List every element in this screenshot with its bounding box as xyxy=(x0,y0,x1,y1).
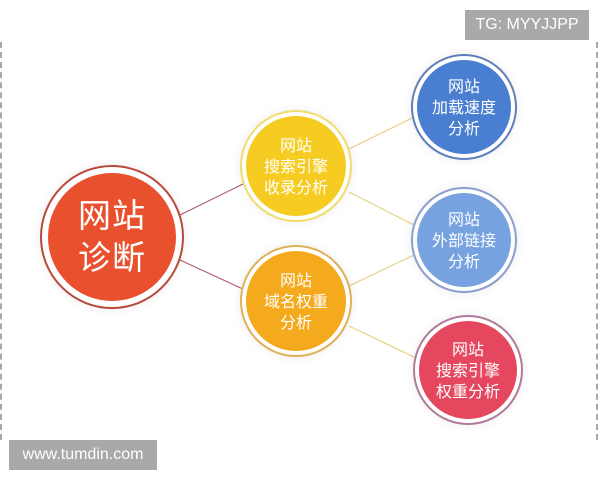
node-search-inclusion-fill: 网站 搜索引擎 收录分析 xyxy=(246,116,346,216)
node-label-line: 分析 xyxy=(447,251,480,271)
node-root-line-1: 网站 xyxy=(78,196,146,235)
node-label-line: 收录分析 xyxy=(263,177,328,197)
node-root-fill: 网站 诊断 xyxy=(48,173,176,301)
link-root-to-domain-weight xyxy=(179,259,246,291)
node-label-line: 加载速度 xyxy=(431,97,496,117)
link-search-inclusion-to-load-speed xyxy=(348,116,415,150)
node-label-line: 权重分析 xyxy=(435,381,500,401)
node-label-line: 分析 xyxy=(447,118,480,138)
node-label-line: 网站 xyxy=(279,270,312,290)
node-search-weight: 网站 搜索引擎 权重分析 xyxy=(413,315,523,425)
watermark-tg: TG: MYYJJPP xyxy=(465,10,589,40)
node-domain-weight: 网站 域名权重 分析 xyxy=(240,245,352,357)
node-label-line: 网站 xyxy=(447,76,480,96)
node-label-line: 网站 xyxy=(447,209,480,229)
link-search-inclusion-to-external-links xyxy=(348,191,415,226)
node-label-line: 域名权重 xyxy=(263,291,328,311)
node-label-line: 网站 xyxy=(451,339,484,359)
node-label-line: 搜索引擎 xyxy=(263,156,328,176)
node-root-website-diagnosis: 网站 诊断 xyxy=(40,165,184,309)
node-external-links: 网站 外部链接 分析 xyxy=(411,187,517,293)
link-domain-weight-to-external-links xyxy=(348,254,415,287)
watermark-website: www.tumdin.com xyxy=(9,440,157,470)
node-search-inclusion: 网站 搜索引擎 收录分析 xyxy=(240,110,352,222)
node-search-weight-fill: 网站 搜索引擎 权重分析 xyxy=(419,321,517,419)
node-domain-weight-fill: 网站 域名权重 分析 xyxy=(246,251,346,351)
node-load-speed: 网站 加载速度 分析 xyxy=(411,54,517,160)
node-label-line: 外部链接 xyxy=(431,230,496,250)
node-label-line: 搜索引擎 xyxy=(435,360,500,380)
dashed-frame-left xyxy=(0,42,2,440)
node-label-line: 分析 xyxy=(279,312,312,332)
node-load-speed-fill: 网站 加载速度 分析 xyxy=(417,60,511,154)
node-root-line-2: 诊断 xyxy=(78,238,146,277)
node-external-links-fill: 网站 外部链接 分析 xyxy=(417,193,511,287)
node-label-line: 网站 xyxy=(279,135,312,155)
dashed-frame-right xyxy=(596,42,598,440)
link-domain-weight-to-search-weight xyxy=(348,325,417,359)
link-root-to-search-inclusion xyxy=(179,182,246,216)
